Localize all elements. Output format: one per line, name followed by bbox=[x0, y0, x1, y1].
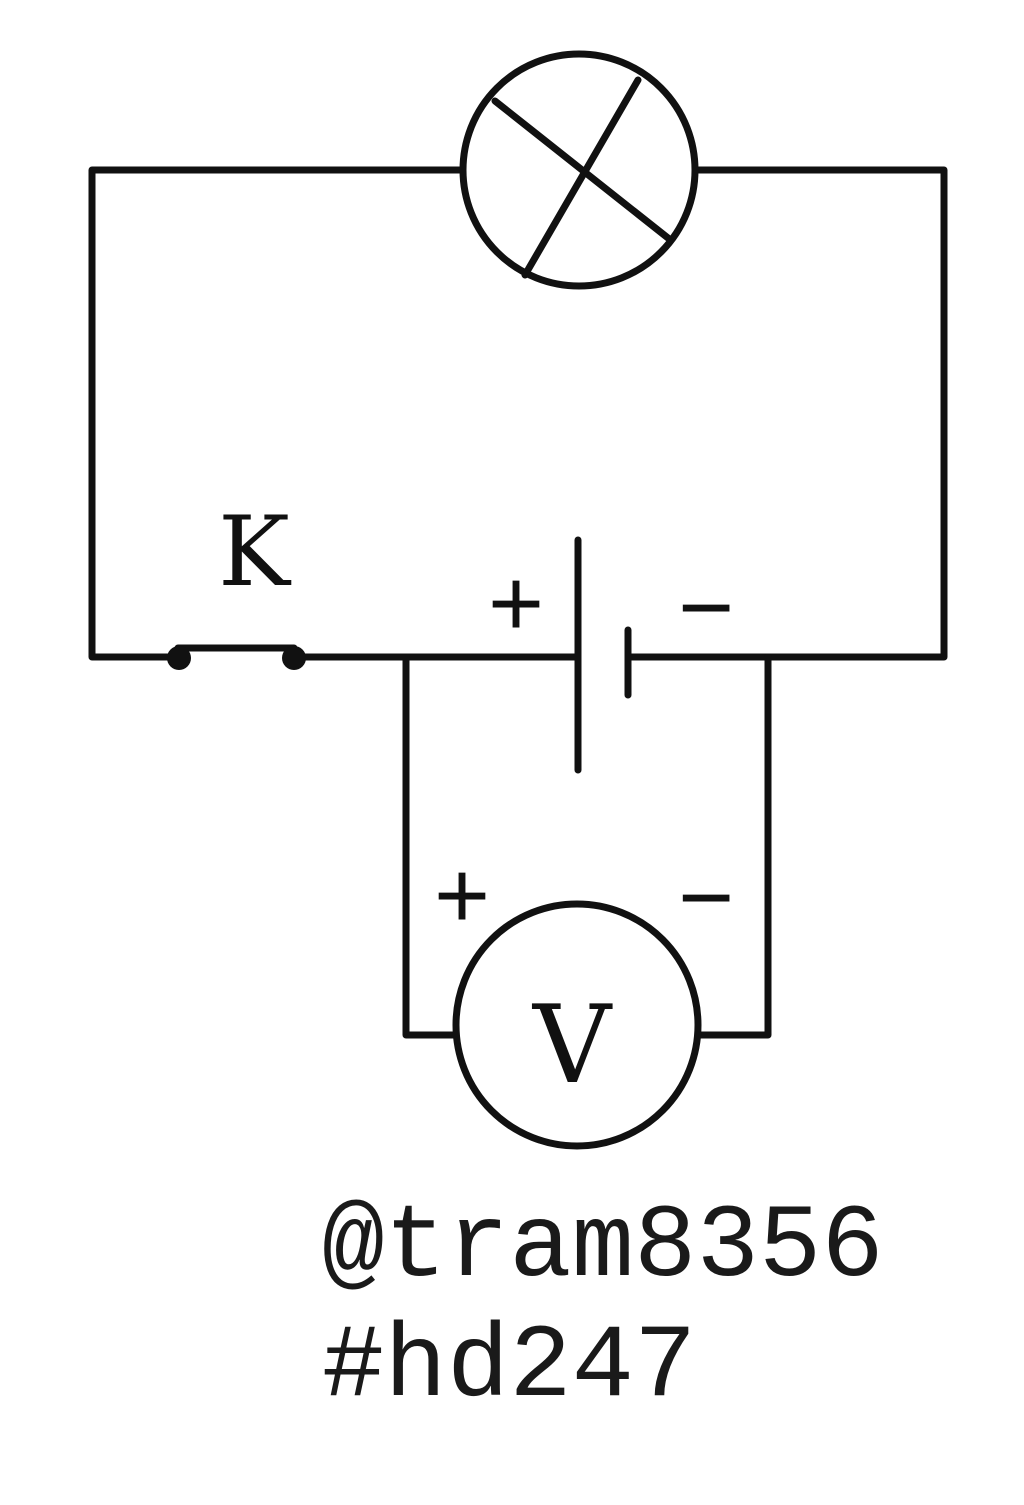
watermark-handle: @tram8356 bbox=[322, 1189, 884, 1307]
wire-voltmeter-right bbox=[695, 653, 772, 1039]
voltmeter-symbol bbox=[452, 900, 702, 1150]
wire-voltmeter-left bbox=[402, 653, 460, 1039]
switch-symbol bbox=[167, 644, 306, 670]
battery-symbol bbox=[574, 536, 632, 774]
voltmeter-label: V bbox=[531, 983, 613, 1108]
lamp-symbol bbox=[459, 50, 699, 290]
wires bbox=[88, 166, 948, 1039]
switch-label: K bbox=[218, 496, 292, 608]
voltmeter-minus-sign: − bbox=[678, 844, 734, 951]
wire-top-left bbox=[88, 166, 466, 661]
voltmeter-plus-sign: + bbox=[434, 842, 490, 949]
battery-minus-sign: − bbox=[678, 554, 734, 661]
wire-top-right bbox=[627, 166, 948, 661]
battery-plus-sign: + bbox=[488, 550, 544, 657]
watermark-tag: #hd247 bbox=[322, 1309, 697, 1427]
